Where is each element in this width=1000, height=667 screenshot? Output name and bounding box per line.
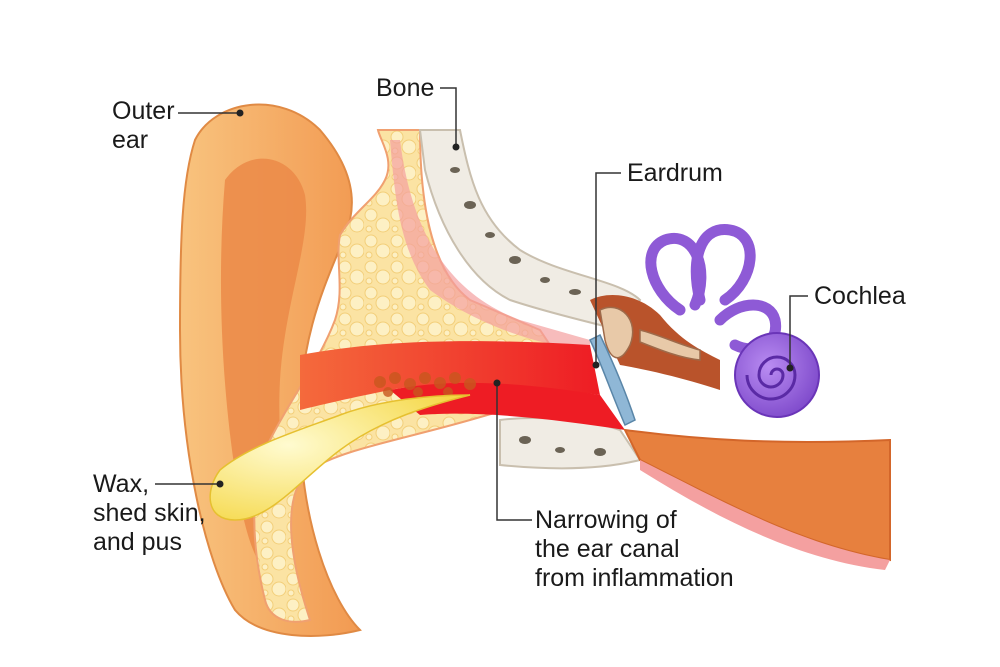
inner-canal-lining <box>640 460 890 570</box>
eardrum-shape <box>588 333 636 427</box>
label-narrowing-line2: the ear canal <box>535 535 680 563</box>
middle-ear <box>590 295 720 390</box>
temporal-bone <box>418 129 642 470</box>
label-eardrum: Eardrum <box>627 159 723 187</box>
label-outer-ear-line1: Outer <box>112 97 175 125</box>
label-narrowing: Narrowing of the ear canal from inflamma… <box>535 506 734 593</box>
label-wax-line3: and pus <box>93 528 182 556</box>
label-cochlea: Cochlea <box>814 282 906 310</box>
inflammation-area <box>374 372 476 397</box>
label-narrowing-line3: from inflammation <box>535 564 734 592</box>
leader-lines <box>155 87 808 521</box>
wax-plug <box>209 394 471 521</box>
label-outer-ear: Outer ear <box>112 97 175 155</box>
label-outer-ear-line2: ear <box>112 126 149 154</box>
label-wax: Wax, shed skin, and pus <box>93 470 206 557</box>
label-wax-line1: Wax, <box>93 470 150 498</box>
cochlea-shape <box>734 332 820 418</box>
canal-skin-layer <box>390 140 590 350</box>
label-narrowing-line1: Narrowing of <box>535 506 677 534</box>
label-bone: Bone <box>376 74 435 102</box>
label-wax-line2: shed skin, <box>93 499 206 527</box>
